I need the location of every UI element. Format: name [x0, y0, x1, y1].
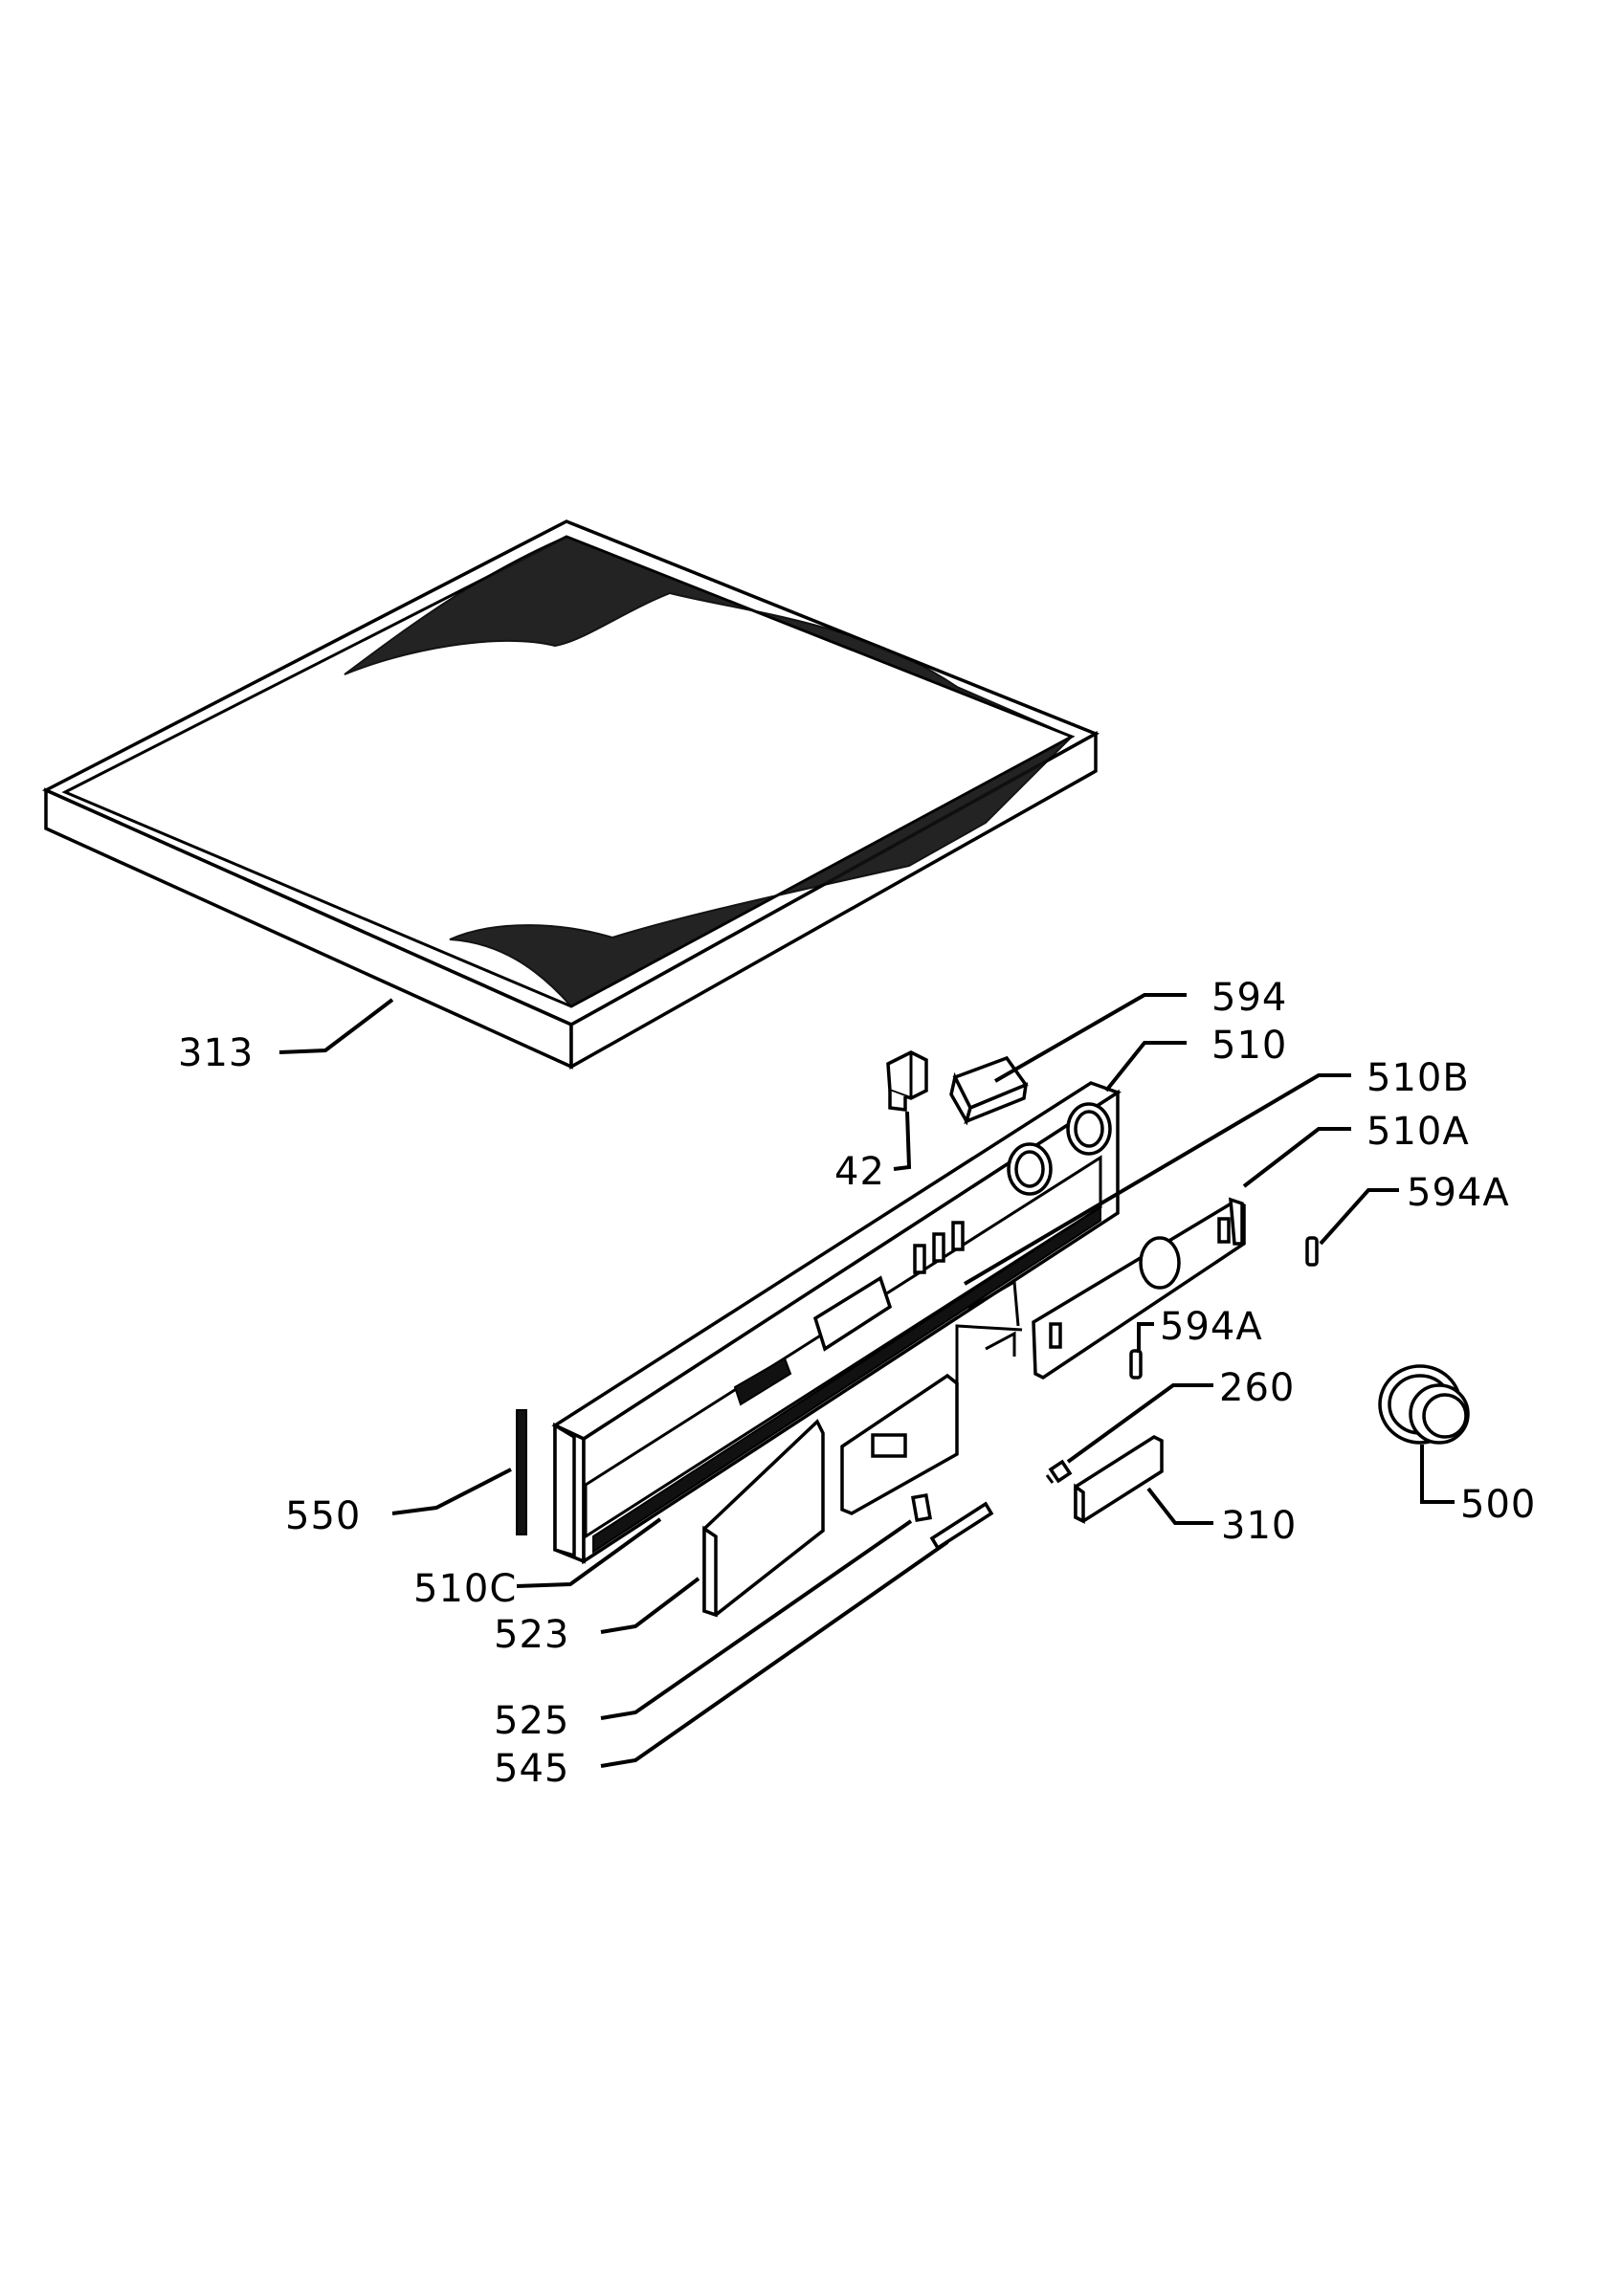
part-510A-end-plate	[1032, 1197, 1246, 1380]
part-594A-pin-1	[1305, 1236, 1319, 1267]
part-594-block	[949, 1055, 1029, 1126]
label-594A-2: 594A	[1160, 1305, 1263, 1349]
part-550-strip	[516, 1409, 527, 1535]
part-313-top-panel	[41, 519, 1100, 1070]
part-545-rod	[929, 1501, 994, 1551]
part-labels: 313 594 510 510B 510A 594A 42 594A 260 5…	[178, 976, 1536, 1791]
part-500-knob	[1378, 1364, 1470, 1445]
label-500: 500	[1460, 1483, 1536, 1527]
label-310: 310	[1221, 1504, 1297, 1548]
label-550: 550	[285, 1494, 361, 1538]
part-510-control-panel	[551, 1081, 1122, 1565]
label-260: 260	[1219, 1366, 1295, 1410]
part-260-lamp	[1045, 1459, 1073, 1484]
label-545: 545	[494, 1747, 569, 1791]
label-525: 525	[494, 1699, 569, 1743]
label-594: 594	[1211, 976, 1287, 1020]
label-510B: 510B	[1366, 1056, 1470, 1100]
label-594A-1: 594A	[1407, 1171, 1510, 1215]
label-313: 313	[178, 1031, 254, 1075]
part-594A-pin-2	[1129, 1349, 1143, 1380]
part-510B-strip	[967, 1279, 1020, 1327]
part-523-bracket	[702, 1324, 1023, 1618]
label-42: 42	[834, 1150, 885, 1194]
label-510A: 510A	[1366, 1110, 1470, 1154]
part-310-switch	[1074, 1434, 1164, 1524]
label-510C: 510C	[413, 1567, 517, 1611]
part-42-clip	[886, 1050, 928, 1112]
label-523: 523	[494, 1613, 569, 1657]
part-525-pin	[910, 1492, 933, 1523]
label-510: 510	[1211, 1024, 1287, 1068]
leader-lines	[278, 993, 1455, 1768]
